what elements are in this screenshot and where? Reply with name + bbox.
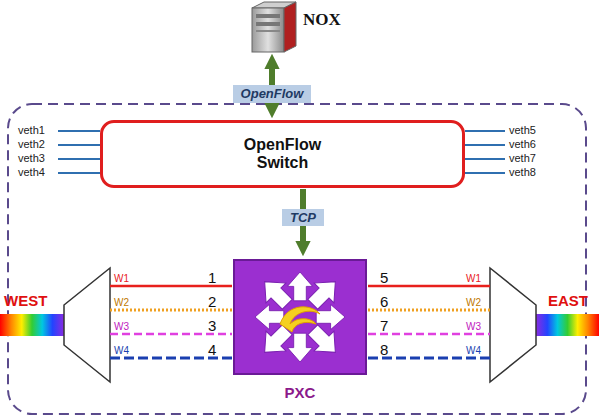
wavelength-name: W3 xyxy=(466,322,481,332)
port-name: veth4 xyxy=(18,167,45,178)
wavelength-name: W3 xyxy=(114,322,129,332)
port-number: 3 xyxy=(208,318,216,333)
node-label: OpenFlow Switch xyxy=(218,136,348,173)
wavelength-name: W1 xyxy=(114,274,129,284)
wavelength-name: W4 xyxy=(466,346,481,356)
controller-node: NOX xyxy=(248,2,358,52)
port-number: 8 xyxy=(380,342,388,357)
link-label: OpenFlow xyxy=(233,85,312,103)
wavelength-name: W1 xyxy=(466,274,481,284)
server-slot xyxy=(256,22,280,26)
node-label: PXC xyxy=(232,384,368,401)
switch-arrow xyxy=(287,333,312,362)
port-line xyxy=(58,158,100,160)
switch-arrow xyxy=(303,320,345,362)
port-name: veth1 xyxy=(18,125,45,136)
wavelength-line xyxy=(368,333,490,336)
port-number: 6 xyxy=(380,294,388,309)
switch-box: OpenFlow Switch xyxy=(100,120,465,188)
side-name: EAST xyxy=(548,293,588,308)
port-name: veth8 xyxy=(509,167,536,178)
server-slot xyxy=(256,30,280,32)
server-slot xyxy=(256,14,280,18)
east-spectrum xyxy=(536,314,599,336)
port-number: 1 xyxy=(208,270,216,285)
port-line xyxy=(465,172,505,174)
wavelength-line xyxy=(110,333,232,336)
port-name: veth2 xyxy=(18,139,45,150)
port-number: 5 xyxy=(380,270,388,285)
server-side xyxy=(284,2,296,52)
pxc-symbol xyxy=(232,258,368,376)
east-demux xyxy=(490,268,536,382)
server-front xyxy=(252,8,284,52)
west-spectrum xyxy=(0,314,64,336)
wavelength-name: W2 xyxy=(466,298,481,308)
link-label: TCP xyxy=(282,209,324,227)
side-name: WEST xyxy=(4,293,47,308)
port-name: veth5 xyxy=(509,125,536,136)
port-name: veth7 xyxy=(509,153,536,164)
port-name: veth6 xyxy=(509,139,536,150)
port-name: veth3 xyxy=(18,153,45,164)
switch-arrow xyxy=(287,272,312,301)
pxc-body xyxy=(234,260,366,374)
port-line xyxy=(58,172,100,174)
port-number: 4 xyxy=(208,342,216,357)
port-line xyxy=(465,158,505,160)
system-boundary xyxy=(8,104,586,414)
wavelength-line xyxy=(110,285,232,288)
port-line xyxy=(465,130,505,132)
switch-arrow xyxy=(316,304,345,329)
port-line xyxy=(58,130,100,132)
server-icon xyxy=(252,2,296,52)
switch-arrow xyxy=(255,304,284,329)
node-label: NOX xyxy=(303,10,341,30)
port-number: 2 xyxy=(208,294,216,309)
port-line xyxy=(58,144,100,146)
port-line xyxy=(465,144,505,146)
switch-arrow xyxy=(255,272,297,314)
wavelength-line xyxy=(368,285,490,288)
swirl-mark xyxy=(280,307,320,332)
pxc-node: PXC xyxy=(232,258,374,408)
wavelength-name: W2 xyxy=(114,298,129,308)
port-number: 7 xyxy=(380,318,388,333)
west-demux xyxy=(64,268,110,382)
wavelength-name: W4 xyxy=(114,346,129,356)
